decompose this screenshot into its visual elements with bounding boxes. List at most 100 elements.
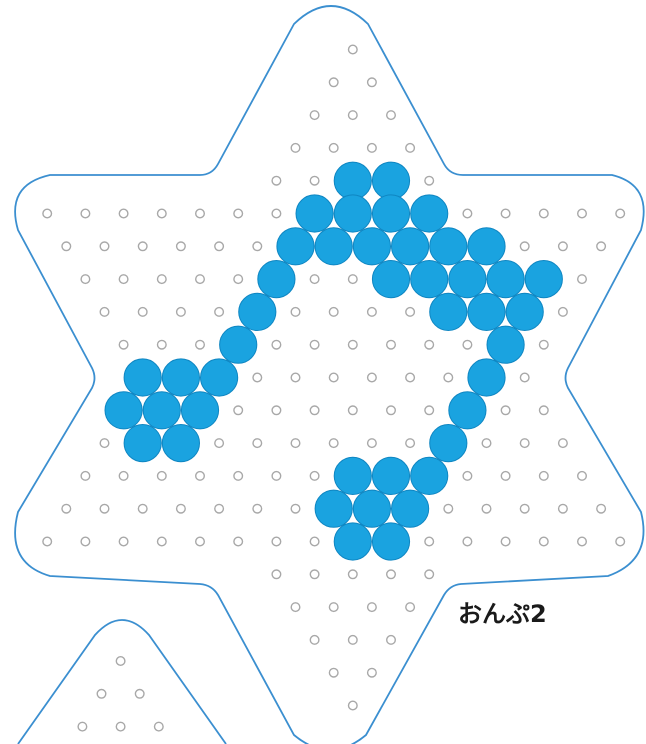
peg	[559, 242, 568, 251]
peg	[116, 657, 125, 666]
peg	[349, 45, 358, 54]
second-peg-grid	[78, 657, 163, 731]
peg	[482, 439, 491, 448]
bead	[220, 326, 257, 363]
bead	[181, 392, 218, 429]
peg	[387, 570, 396, 579]
peg	[578, 209, 587, 218]
bead	[315, 228, 352, 265]
bead	[468, 293, 505, 330]
peg	[329, 603, 338, 612]
peg	[100, 242, 109, 251]
peg	[329, 439, 338, 448]
bead	[430, 293, 467, 330]
peg	[272, 472, 281, 481]
peg	[559, 308, 568, 317]
peg	[100, 439, 109, 448]
peg	[463, 537, 472, 546]
peg	[520, 504, 529, 513]
peg	[406, 603, 415, 612]
bead	[124, 359, 161, 396]
peg	[43, 537, 52, 546]
peg	[100, 504, 109, 513]
peg	[540, 340, 549, 349]
peg	[425, 537, 434, 546]
peg	[520, 439, 529, 448]
peg	[329, 144, 338, 153]
bead	[201, 359, 238, 396]
peg	[310, 472, 319, 481]
bead	[430, 425, 467, 462]
peg	[616, 209, 625, 218]
peg	[616, 537, 625, 546]
peg	[81, 209, 90, 218]
peg	[425, 570, 434, 579]
peg	[368, 373, 377, 382]
bead	[277, 228, 314, 265]
peg	[387, 111, 396, 120]
peg	[234, 537, 243, 546]
bead	[449, 392, 486, 429]
peg	[215, 439, 224, 448]
peg	[158, 340, 167, 349]
peg	[272, 209, 281, 218]
peg	[272, 537, 281, 546]
peg	[119, 340, 128, 349]
peg	[540, 209, 549, 218]
bead	[449, 261, 486, 298]
peg	[349, 701, 358, 710]
peg	[310, 275, 319, 284]
bead	[353, 228, 390, 265]
bead	[372, 162, 409, 199]
peg	[253, 504, 262, 513]
peg	[291, 373, 300, 382]
bead	[506, 293, 543, 330]
peg	[463, 209, 472, 218]
bead	[372, 523, 409, 560]
peg	[138, 242, 147, 251]
bead	[430, 228, 467, 265]
peg	[368, 603, 377, 612]
peg	[253, 242, 262, 251]
peg	[81, 275, 90, 284]
peg	[501, 209, 510, 218]
peg	[43, 209, 52, 218]
peg	[215, 308, 224, 317]
peg	[349, 111, 358, 120]
peg	[463, 472, 472, 481]
peg	[135, 690, 144, 699]
peg	[406, 373, 415, 382]
peg	[406, 144, 415, 153]
peg	[368, 144, 377, 153]
peg	[310, 636, 319, 645]
second-board-outline	[18, 620, 226, 744]
peg	[253, 439, 262, 448]
peg	[329, 373, 338, 382]
bead	[372, 457, 409, 494]
bead	[334, 162, 371, 199]
peg	[425, 176, 434, 185]
bead	[411, 195, 448, 232]
peg	[368, 439, 377, 448]
peg	[540, 537, 549, 546]
peg	[444, 373, 453, 382]
peg	[196, 537, 205, 546]
peg	[387, 406, 396, 415]
peg	[116, 722, 125, 731]
peg	[368, 78, 377, 87]
peg	[329, 308, 338, 317]
peg	[559, 439, 568, 448]
peg	[501, 406, 510, 415]
peg	[158, 472, 167, 481]
peg	[215, 504, 224, 513]
peg	[387, 636, 396, 645]
peg	[578, 275, 587, 284]
bead-pattern	[105, 162, 562, 560]
bead	[487, 326, 524, 363]
peg	[119, 275, 128, 284]
peg	[349, 275, 358, 284]
peg	[310, 570, 319, 579]
bead	[411, 457, 448, 494]
peg	[158, 537, 167, 546]
peg	[501, 537, 510, 546]
